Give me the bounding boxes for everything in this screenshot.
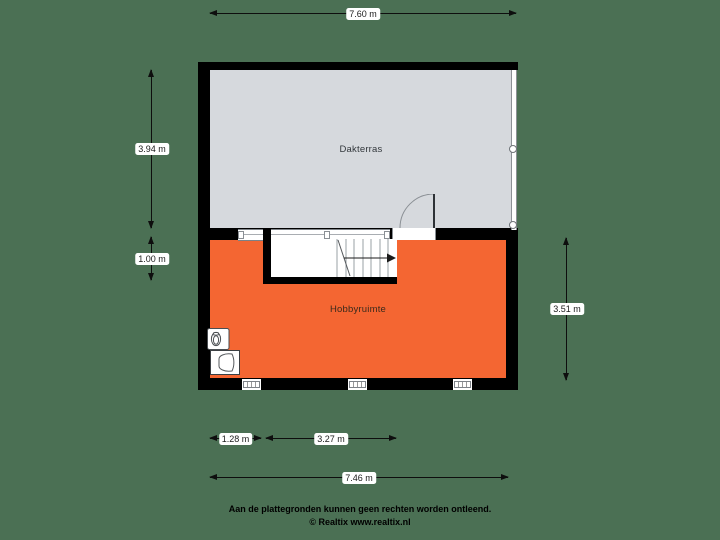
dimension-label: 7.46 m (342, 472, 376, 484)
dimension-label: 7.60 m (346, 8, 380, 20)
arrowhead-icon (209, 9, 217, 16)
arrowhead-icon (265, 434, 273, 441)
window-jamb-middle (324, 231, 330, 239)
room-dakterras (210, 70, 512, 228)
arrowhead-icon (254, 434, 262, 441)
dimension-room-height: 3.51 m (550, 237, 584, 381)
dimension-label: 1.28 m (218, 433, 253, 445)
window-vent-icon (349, 381, 366, 388)
window-vent-icon (454, 381, 471, 388)
room-label-dakterras: Dakterras (339, 144, 383, 155)
dimension-stair-depth: 1.00 m (135, 236, 169, 281)
window-vent-icon (243, 381, 260, 388)
arrowhead-icon (501, 473, 509, 480)
room-label-hobbyruimte: Hobbyruimte (329, 304, 387, 315)
arrowhead-icon (562, 237, 569, 245)
arrowhead-icon (209, 473, 217, 480)
window-jamb-right (384, 231, 390, 239)
dimension-bottom-middle: 3.27 m (265, 433, 397, 445)
wall-right (506, 228, 518, 390)
arrowhead-icon (147, 236, 154, 244)
railing-post-icon (509, 221, 517, 229)
window-band-line (238, 234, 390, 235)
dimension-bottom-left: 1.28 m (209, 433, 262, 445)
wall-top (198, 62, 518, 70)
dimension-top-width: 7.60 m (209, 8, 517, 20)
footer-copyright: © Realtix www.realtix.nl (309, 517, 411, 527)
door-arc-icon (399, 194, 435, 229)
footer-disclaimer: Aan de plattegronden kunnen geen rechten… (228, 504, 492, 514)
dimension-label: 1.00 m (135, 252, 169, 265)
window-marker (348, 379, 367, 390)
stair-wall-left (263, 228, 271, 284)
dimension-label: 3.51 m (550, 303, 584, 315)
dimension-label: 3.27 m (314, 433, 348, 445)
door-opening (392, 228, 436, 240)
sink-icon (210, 350, 240, 375)
dimension-bottom-total: 7.46 m (209, 472, 509, 484)
arrowhead-icon (389, 434, 397, 441)
arrowhead-icon (562, 373, 569, 381)
wall-left (198, 62, 210, 390)
dimension-label: 3.94 m (135, 143, 169, 155)
window-marker (453, 379, 472, 390)
stairs-icon (336, 239, 396, 277)
arrowhead-icon (147, 221, 154, 229)
window-marker (242, 379, 261, 390)
dimension-terrace-height: 3.94 m (135, 69, 169, 229)
railing-post-icon (509, 145, 517, 153)
toilet-icon (207, 328, 230, 350)
window-jamb-left (238, 231, 244, 239)
arrowhead-icon (209, 434, 217, 441)
arrowhead-icon (147, 69, 154, 77)
arrowhead-icon (509, 9, 517, 16)
arrowhead-icon (147, 273, 154, 281)
stair-wall-bottom (263, 277, 397, 284)
